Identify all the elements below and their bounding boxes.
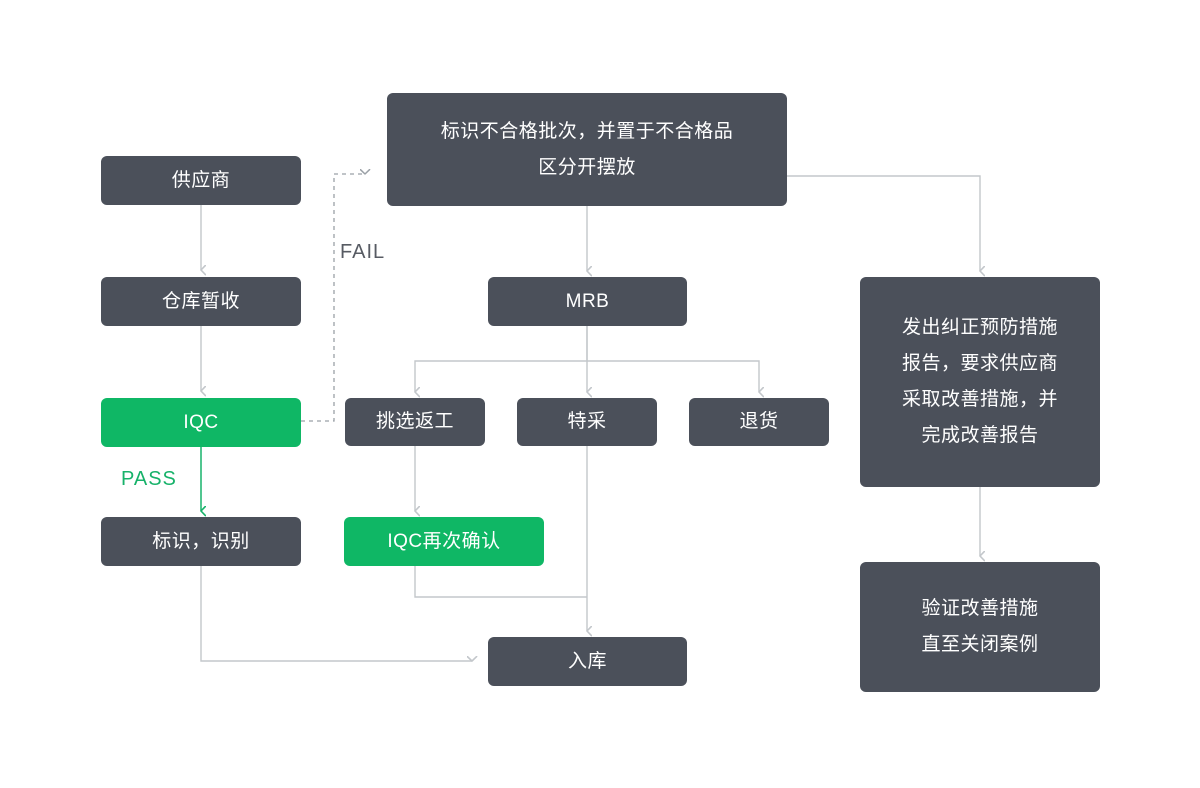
edge-label-fail: FAIL [340, 241, 386, 263]
edge-iqc-recheck-to-stock-in [414, 566, 587, 598]
node-capa-label: 发出纠正预防措施 报告，要求供应商 采取改善措施，并 完成改善报告 [901, 317, 1058, 446]
node-iqc[interactable]: IQC [101, 398, 301, 447]
node-special-accept[interactable]: 特采 [517, 398, 657, 446]
node-iqc-recheck-label: IQC再次确认 [387, 530, 501, 552]
node-supplier[interactable]: 供应商 [101, 156, 301, 205]
node-rework[interactable]: 挑选返工 [345, 398, 485, 446]
node-rework-label: 挑选返工 [375, 411, 454, 432]
node-iqc-label: IQC [183, 411, 219, 433]
node-warehouse-hold-label: 仓库暂收 [161, 290, 240, 312]
node-mrb[interactable]: MRB [488, 277, 687, 326]
node-special-accept-label: 特采 [567, 411, 607, 432]
node-verify-close-label: 验证改善措施 直至关闭案例 [921, 598, 1039, 655]
node-supplier-label: 供应商 [171, 169, 231, 191]
node-stock-in[interactable]: 入库 [488, 637, 687, 686]
node-verify-close[interactable]: 验证改善措施 直至关闭案例 [860, 562, 1100, 692]
node-stock-in-label: 入库 [567, 650, 607, 672]
edge-mark-nonconforming-to-capa [787, 175, 980, 271]
node-warehouse-hold[interactable]: 仓库暂收 [101, 277, 301, 326]
node-mark-identify[interactable]: 标识，识别 [101, 517, 301, 566]
node-mark-identify-label: 标识，识别 [152, 530, 250, 552]
node-iqc-recheck[interactable]: IQC再次确认 [344, 517, 544, 566]
edge-mrb-to-return-goods [587, 360, 759, 392]
node-mrb-label: MRB [565, 290, 610, 312]
edge-mrb-to-rework [415, 326, 588, 392]
node-return-goods[interactable]: 退货 [689, 398, 829, 446]
node-return-goods-label: 退货 [739, 411, 779, 432]
edge-label-pass: PASS [121, 468, 177, 490]
edge-mark-identify-to-stock-in [200, 566, 472, 661]
edge-iqc-to-mark-nonconforming-fail [301, 174, 365, 422]
node-mark-nonconforming-label: 标识不合格批次，并置于不合格品 区分开摆放 [440, 120, 734, 178]
node-mark-nonconforming[interactable]: 标识不合格批次，并置于不合格品 区分开摆放 [387, 93, 787, 206]
node-capa[interactable]: 发出纠正预防措施 报告，要求供应商 采取改善措施，并 完成改善报告 [860, 277, 1100, 487]
